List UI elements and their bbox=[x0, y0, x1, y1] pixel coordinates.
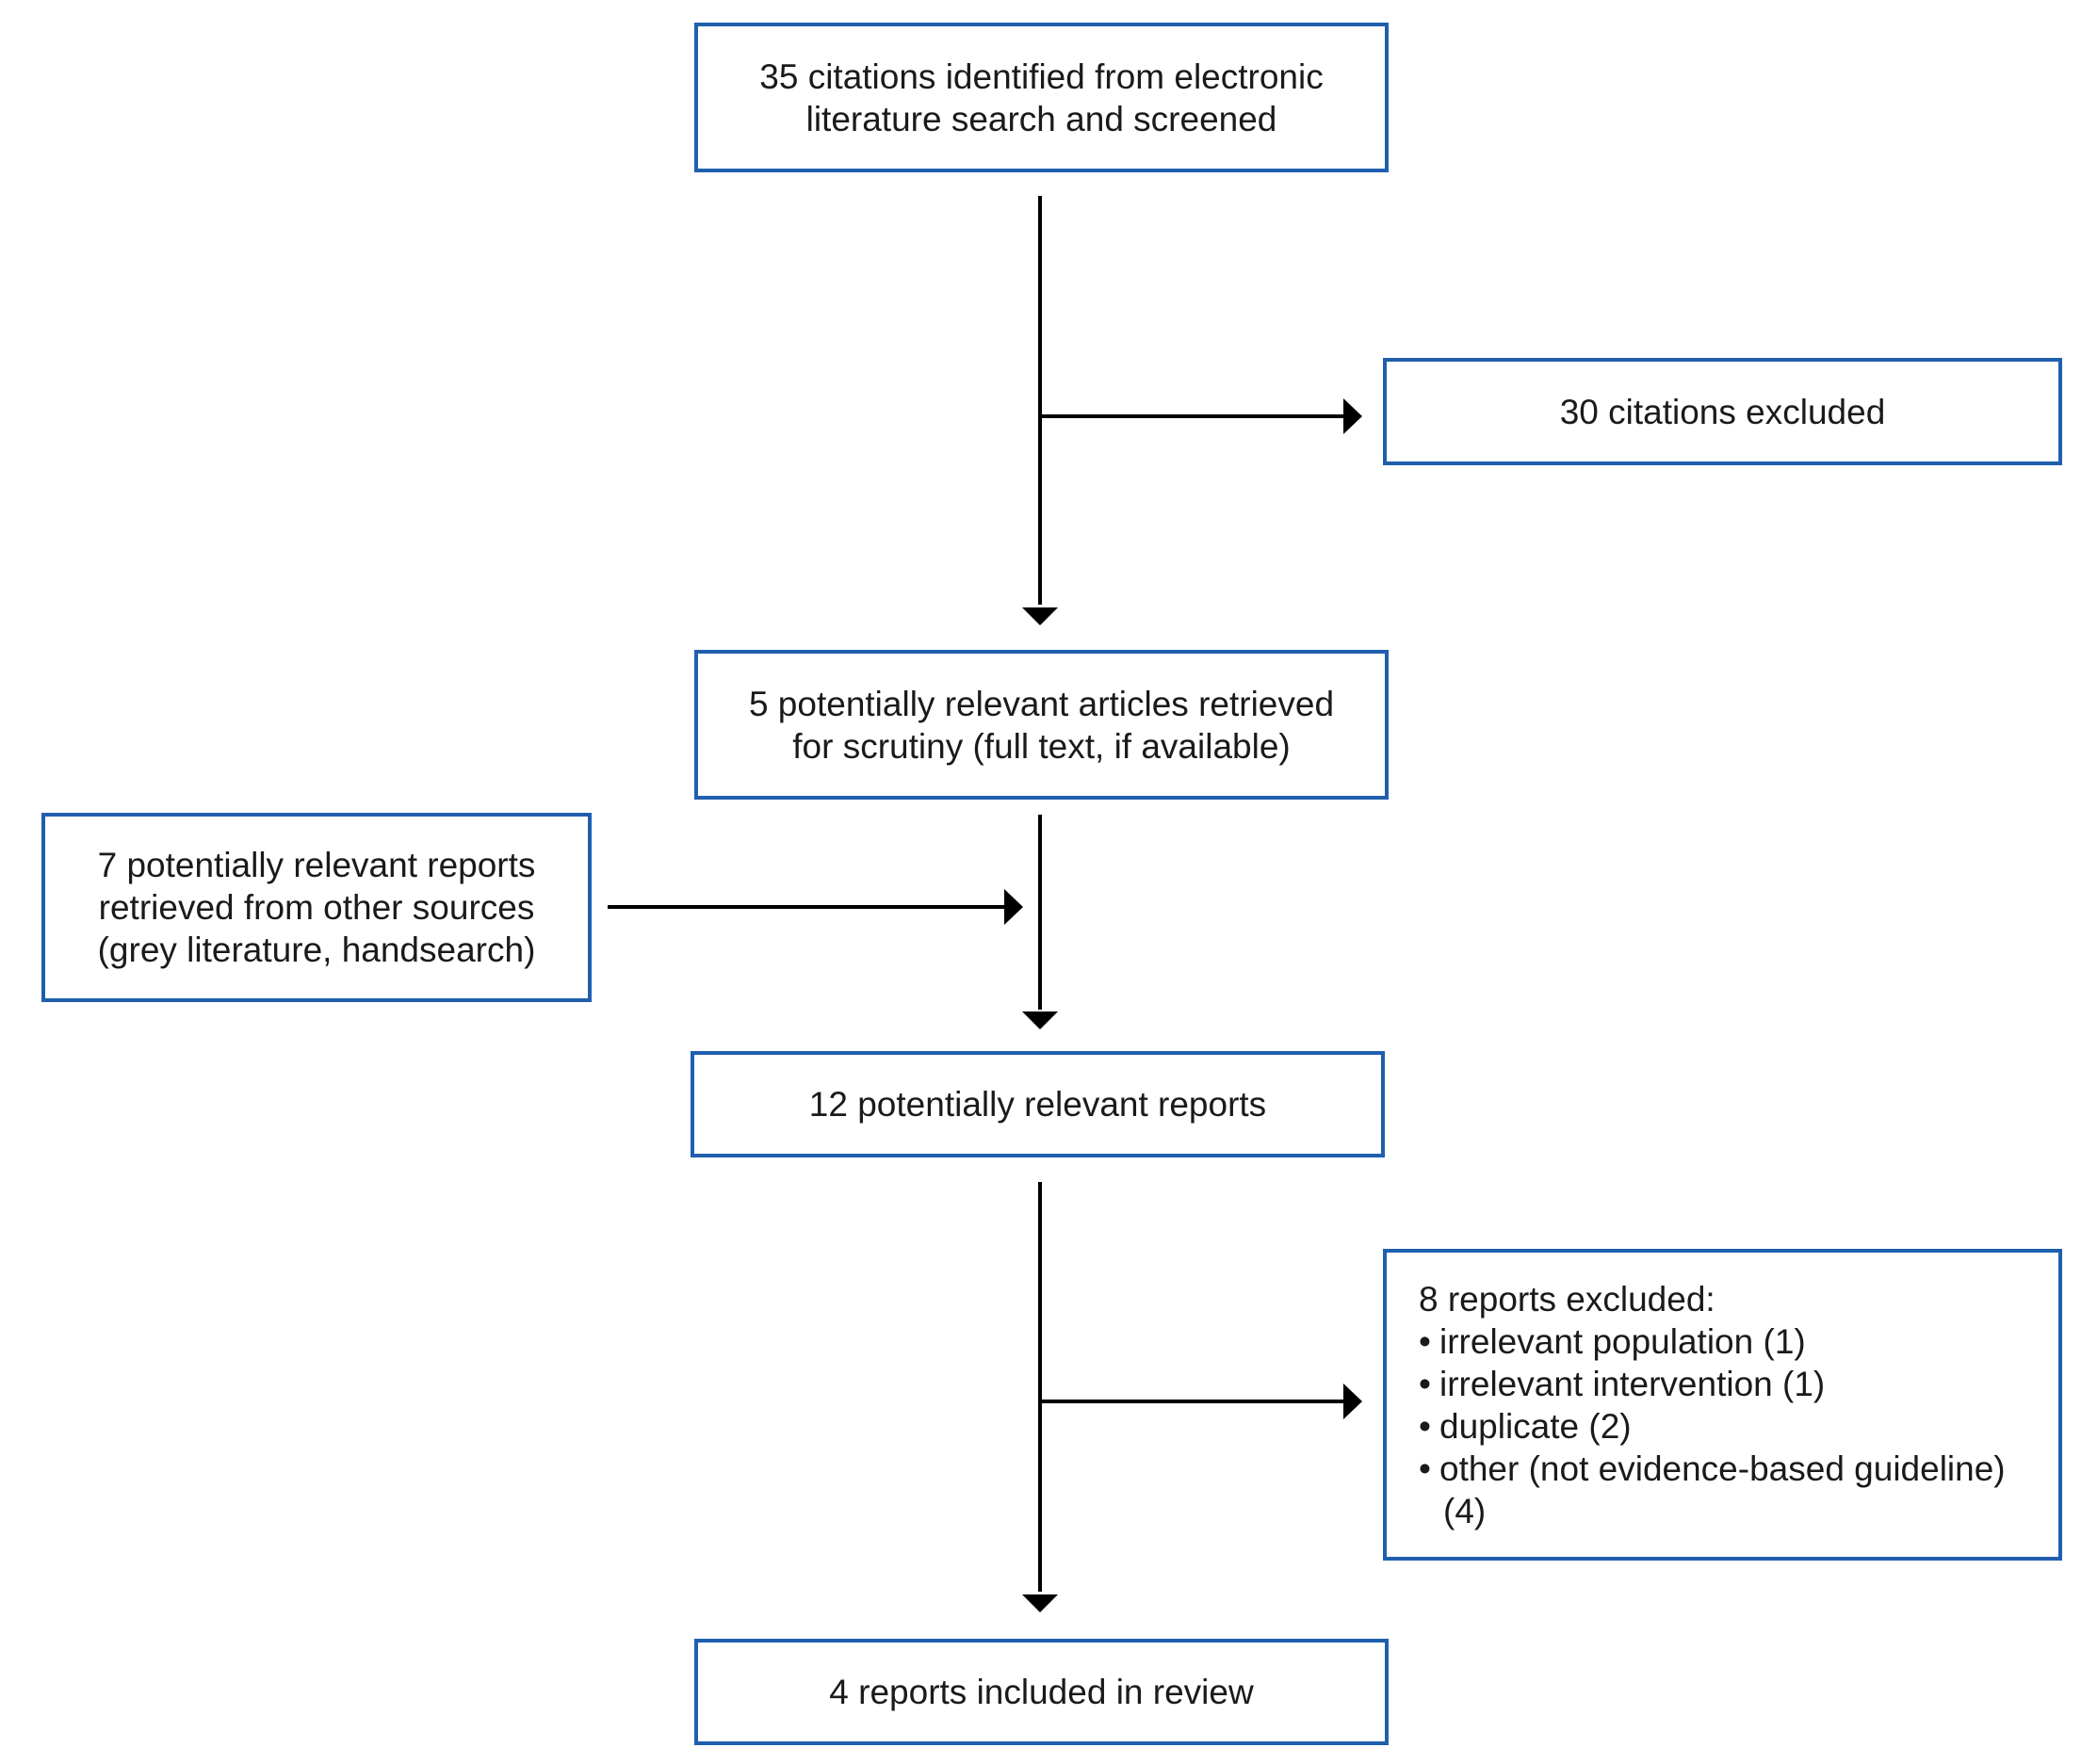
exclusion-reason-item: • duplicate (2) bbox=[1419, 1405, 2006, 1448]
arrowhead-down-to-retrieved bbox=[1022, 607, 1058, 625]
bullet-icon: • bbox=[1419, 1406, 1431, 1446]
excluded-reports-heading: 8 reports excluded: bbox=[1419, 1279, 1715, 1319]
identified-line-1: 35 citations identified from electronic bbox=[759, 57, 1324, 96]
relevant-reports-box: 12 potentially relevant reports bbox=[691, 1051, 1385, 1157]
identified-line-2: literature search and screened bbox=[805, 99, 1277, 138]
exclusion-reason-item: • other (not evidence-based guideline) (… bbox=[1419, 1448, 2006, 1532]
arrowhead-right-into-main-flow bbox=[1004, 889, 1023, 925]
other-sources-line-2: retrieved from other sources bbox=[98, 888, 535, 927]
identified-citations-text: 35 citations identified from electronic … bbox=[759, 56, 1323, 140]
arrowhead-down-to-relevant bbox=[1022, 1011, 1058, 1029]
retrieved-articles-box: 5 potentially relevant articles retrieve… bbox=[694, 650, 1389, 800]
identified-citations-box: 35 citations identified from electronic … bbox=[694, 23, 1389, 172]
excluded-reports-content: 8 reports excluded: • irrelevant populat… bbox=[1419, 1278, 2006, 1532]
exclusion-reason-continuation: (4) bbox=[1443, 1491, 1487, 1530]
exclusion-reason-item: • irrelevant intervention (1) bbox=[1419, 1363, 2006, 1405]
excluded-reports-box: 8 reports excluded: • irrelevant populat… bbox=[1383, 1249, 2062, 1561]
retrieved-line-2: for scrutiny (full text, if available) bbox=[792, 726, 1291, 766]
exclusion-reasons-list: • irrelevant population (1) • irrelevant… bbox=[1419, 1320, 2006, 1532]
arrowhead-down-to-included bbox=[1022, 1594, 1058, 1612]
retrieved-articles-text: 5 potentially relevant articles retrieve… bbox=[749, 683, 1334, 768]
other-sources-text: 7 potentially relevant reports retrieved… bbox=[98, 844, 536, 971]
relevant-reports-text: 12 potentially relevant reports bbox=[808, 1085, 1267, 1124]
excluded-citations-text: 30 citations excluded bbox=[1559, 392, 1886, 431]
retrieved-line-1: 5 potentially relevant articles retrieve… bbox=[748, 684, 1335, 723]
included-reports-box: 4 reports included in review bbox=[694, 1639, 1389, 1745]
included-reports-text: 4 reports included in review bbox=[829, 1673, 1254, 1711]
exclusion-reason-text: irrelevant intervention (1) bbox=[1439, 1364, 1826, 1403]
excluded-citations-box: 30 citations excluded bbox=[1383, 358, 2062, 465]
arrowhead-right-to-excluded-reports bbox=[1343, 1384, 1362, 1419]
bullet-icon: • bbox=[1419, 1364, 1431, 1403]
bullet-icon: • bbox=[1419, 1321, 1431, 1361]
exclusion-reason-text: duplicate (2) bbox=[1439, 1406, 1632, 1446]
exclusion-reason-text: other (not evidence-based guideline) bbox=[1439, 1448, 2006, 1488]
arrowhead-right-to-excluded-citations bbox=[1343, 398, 1362, 434]
other-sources-line-1: 7 potentially relevant reports bbox=[97, 846, 536, 884]
other-sources-line-3: (grey literature, handsearch) bbox=[97, 931, 536, 969]
bullet-icon: • bbox=[1419, 1448, 1431, 1488]
exclusion-reason-item: • irrelevant population (1) bbox=[1419, 1320, 2006, 1363]
other-sources-box: 7 potentially relevant reports retrieved… bbox=[41, 813, 592, 1002]
exclusion-reason-text: irrelevant population (1) bbox=[1439, 1321, 1806, 1361]
